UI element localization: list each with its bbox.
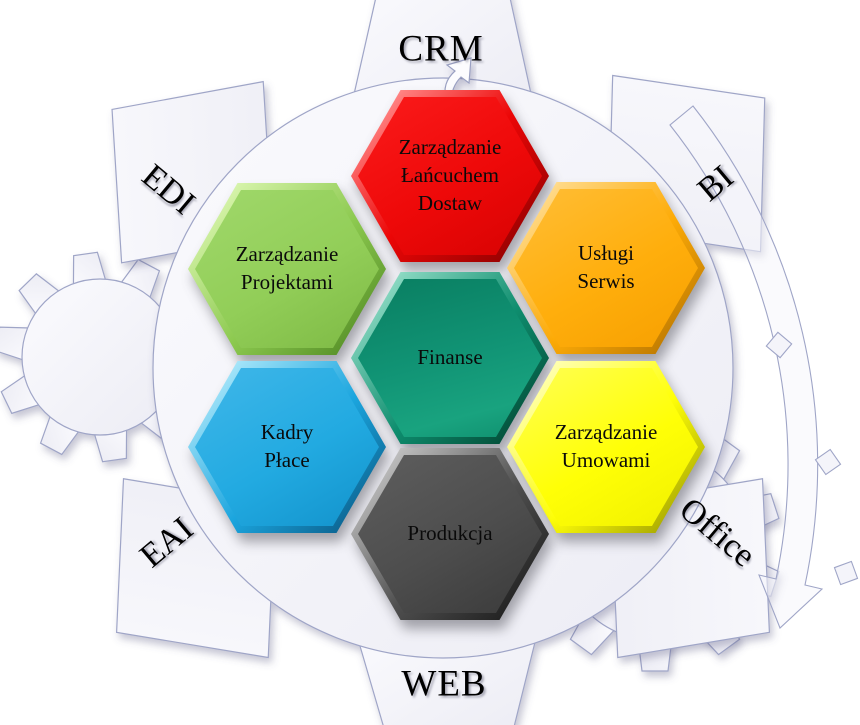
hex-finance: Finanse bbox=[351, 272, 549, 444]
hex-projects: Zarządzanie Projektami bbox=[188, 183, 386, 355]
hex-hr-payroll: Kadry Płace bbox=[188, 361, 386, 533]
ring-label-crm: CRM bbox=[398, 28, 484, 70]
hex-production: Produkcja bbox=[351, 448, 549, 620]
hex-services-label: Usługi Serwis bbox=[514, 189, 698, 347]
hex-services: Usługi Serwis bbox=[507, 182, 705, 354]
circular-arrow-icon bbox=[669, 105, 859, 629]
hex-supply-chain: Zarządzanie Łańcuchem Dostaw bbox=[351, 90, 549, 262]
ring-label-web: WEB bbox=[401, 663, 487, 705]
hex-contracts-label: Zarządzanie Umowami bbox=[514, 368, 698, 526]
hex-contracts: Zarządzanie Umowami bbox=[507, 361, 705, 533]
